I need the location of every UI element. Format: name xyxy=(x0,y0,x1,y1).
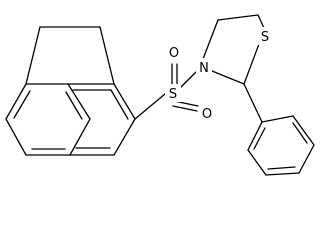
bond xyxy=(179,71,197,89)
bond xyxy=(99,26,115,85)
bond xyxy=(247,121,263,151)
atom-labels: S O O N S xyxy=(165,27,273,122)
bond xyxy=(243,43,260,85)
bond xyxy=(211,70,245,85)
atom-label-background xyxy=(196,58,212,76)
bond xyxy=(202,19,219,60)
nitrogen-label: N xyxy=(199,61,209,76)
bonds xyxy=(5,14,315,176)
bond xyxy=(65,91,83,120)
bond xyxy=(134,93,166,120)
sulfonyl-sulfur-label: S xyxy=(169,87,177,102)
bond xyxy=(5,83,27,120)
atom-label-background xyxy=(199,104,215,122)
bond xyxy=(113,118,136,156)
bond xyxy=(257,14,265,29)
bond xyxy=(265,172,300,176)
bond xyxy=(267,166,296,170)
molecule-diagram: S O O N S xyxy=(5,14,315,176)
oxygen-top-label: O xyxy=(169,46,179,61)
bond xyxy=(217,14,259,21)
bond xyxy=(253,127,266,150)
bond xyxy=(261,115,294,123)
bond xyxy=(292,115,315,146)
bond xyxy=(25,26,41,85)
bond xyxy=(110,89,129,120)
bond xyxy=(292,122,308,144)
thiazolidine-sulfur-label: S xyxy=(261,30,269,45)
bond xyxy=(172,105,198,112)
atom-label-background xyxy=(165,84,181,102)
bond xyxy=(243,83,263,123)
bond xyxy=(298,144,315,174)
atom-label-background xyxy=(257,27,273,45)
bond xyxy=(67,83,91,120)
bond xyxy=(113,83,136,120)
bond xyxy=(69,118,91,156)
atom-label-background xyxy=(165,42,181,60)
bond xyxy=(247,149,267,176)
bond xyxy=(13,90,31,119)
bond xyxy=(5,118,27,156)
structure-canvas: S O O N S xyxy=(5,14,315,176)
oxygen-bottom-label: O xyxy=(202,107,212,122)
